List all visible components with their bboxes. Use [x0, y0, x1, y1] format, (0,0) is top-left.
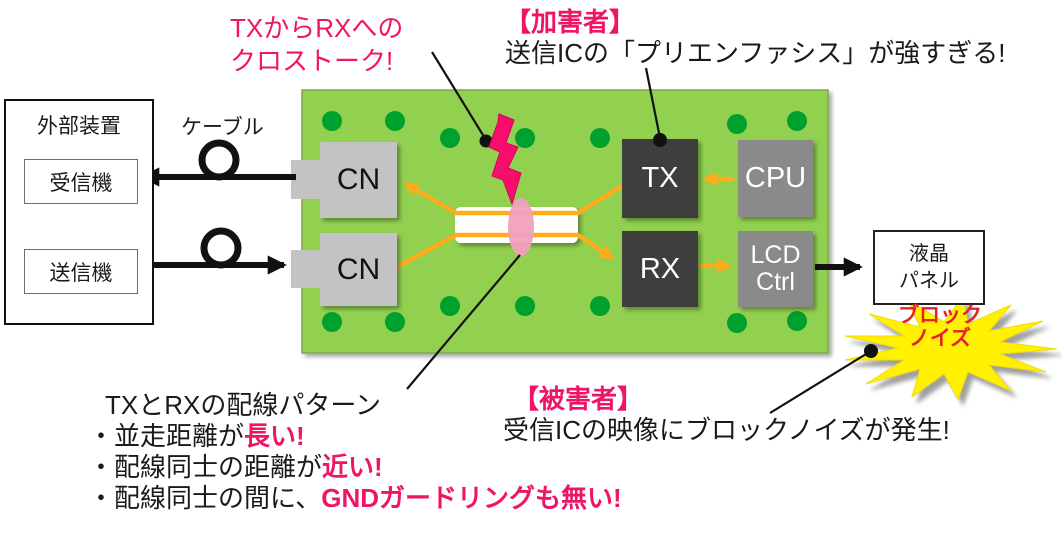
crosstalk-line1: TXからRXへの [230, 13, 404, 43]
coupling-hotspot [508, 198, 534, 256]
aggressor-leader-dot [653, 133, 667, 147]
wiring-item-1-em: 長い! [244, 421, 305, 451]
noise-starburst [844, 294, 1058, 401]
crosstalk-callout: TXからRXへの クロストーク! [230, 12, 403, 78]
callout-lines [406, 51, 872, 414]
lightning-bolt-icon [488, 113, 522, 206]
lcd-panel-line1: 液晶 [909, 242, 949, 265]
cable-loop-bottom [200, 227, 242, 269]
cn-top-tab [291, 160, 323, 199]
wiring-title: TXとRXの配線パターン [105, 390, 382, 420]
rx-chip: RX [622, 231, 698, 307]
victim-body: 受信ICの映像にブロックノイズが発生! [503, 415, 950, 445]
aggressor-title: 【加害者】 [505, 7, 636, 37]
cn-bottom-tab [291, 250, 323, 288]
cpu-chip: CPU [738, 140, 813, 217]
aggressor-callout: 【加害者】 送信ICの「プリエンファシス」が強すぎる! [505, 7, 1005, 69]
lcd-ctrl-chip: LCD Ctrl [738, 231, 813, 307]
connector-cn-bottom: CN [320, 233, 397, 306]
wiring-item-2-plain: ・配線同士の距離が [88, 452, 323, 482]
connector-cn-top: CN [320, 142, 397, 218]
wiring-item-3-plain: ・配線同士の間に、 [88, 483, 322, 513]
wiring-item-3: ・配線同士の間に、GNDガードリングも無い! [88, 483, 622, 514]
noise-burst-label: ブロック ノイズ [876, 304, 1004, 350]
aggressor-leader-line [644, 67, 662, 139]
cable-label: ケーブル [181, 116, 264, 139]
external-device-box: 外部装置 受信機 送信機 [4, 99, 154, 325]
transmitter-box: 送信機 [24, 249, 138, 294]
victim-title: 【被害者】 [513, 384, 644, 414]
victim-leader-dot [864, 344, 878, 358]
wiring-item-2-em: 近い! [322, 452, 383, 482]
via-dots [322, 111, 807, 333]
noise-line2: ノイズ [908, 327, 972, 350]
noise-line1: ブロック [898, 304, 982, 327]
tx-chip: TX [622, 139, 698, 218]
crosstalk-line2: クロストーク! [230, 46, 394, 76]
wiring-item-2: ・配線同士の距離が近い! [88, 452, 622, 483]
crosstalk-leader-line [431, 51, 487, 141]
victim-callout: 【被害者】 受信ICの映像にブロックノイズが発生! [503, 384, 950, 446]
lcd-panel-line2: パネル [899, 269, 959, 292]
wiring-item-1-plain: ・並走距離が [88, 421, 245, 451]
victim-leader-line [769, 350, 872, 414]
external-device-title: 外部装置 [37, 115, 121, 138]
aggressor-body: 送信ICの「プリエンファシス」が強すぎる! [505, 38, 1006, 68]
wiring-leader-line [406, 254, 521, 390]
wiring-note: TXとRXの配線パターン ・並走距離が長い! ・配線同士の距離が近い! ・配線同… [88, 390, 622, 514]
cable-loop-top [198, 139, 240, 181]
lcd-panel-box: 液晶 パネル [873, 230, 985, 305]
wiring-item-3-em: GNDガードリングも無い! [321, 483, 622, 513]
receiver-box: 受信機 [24, 159, 138, 204]
wiring-item-1: ・並走距離が長い! [88, 421, 622, 452]
crosstalk-leader-dot [479, 134, 493, 148]
